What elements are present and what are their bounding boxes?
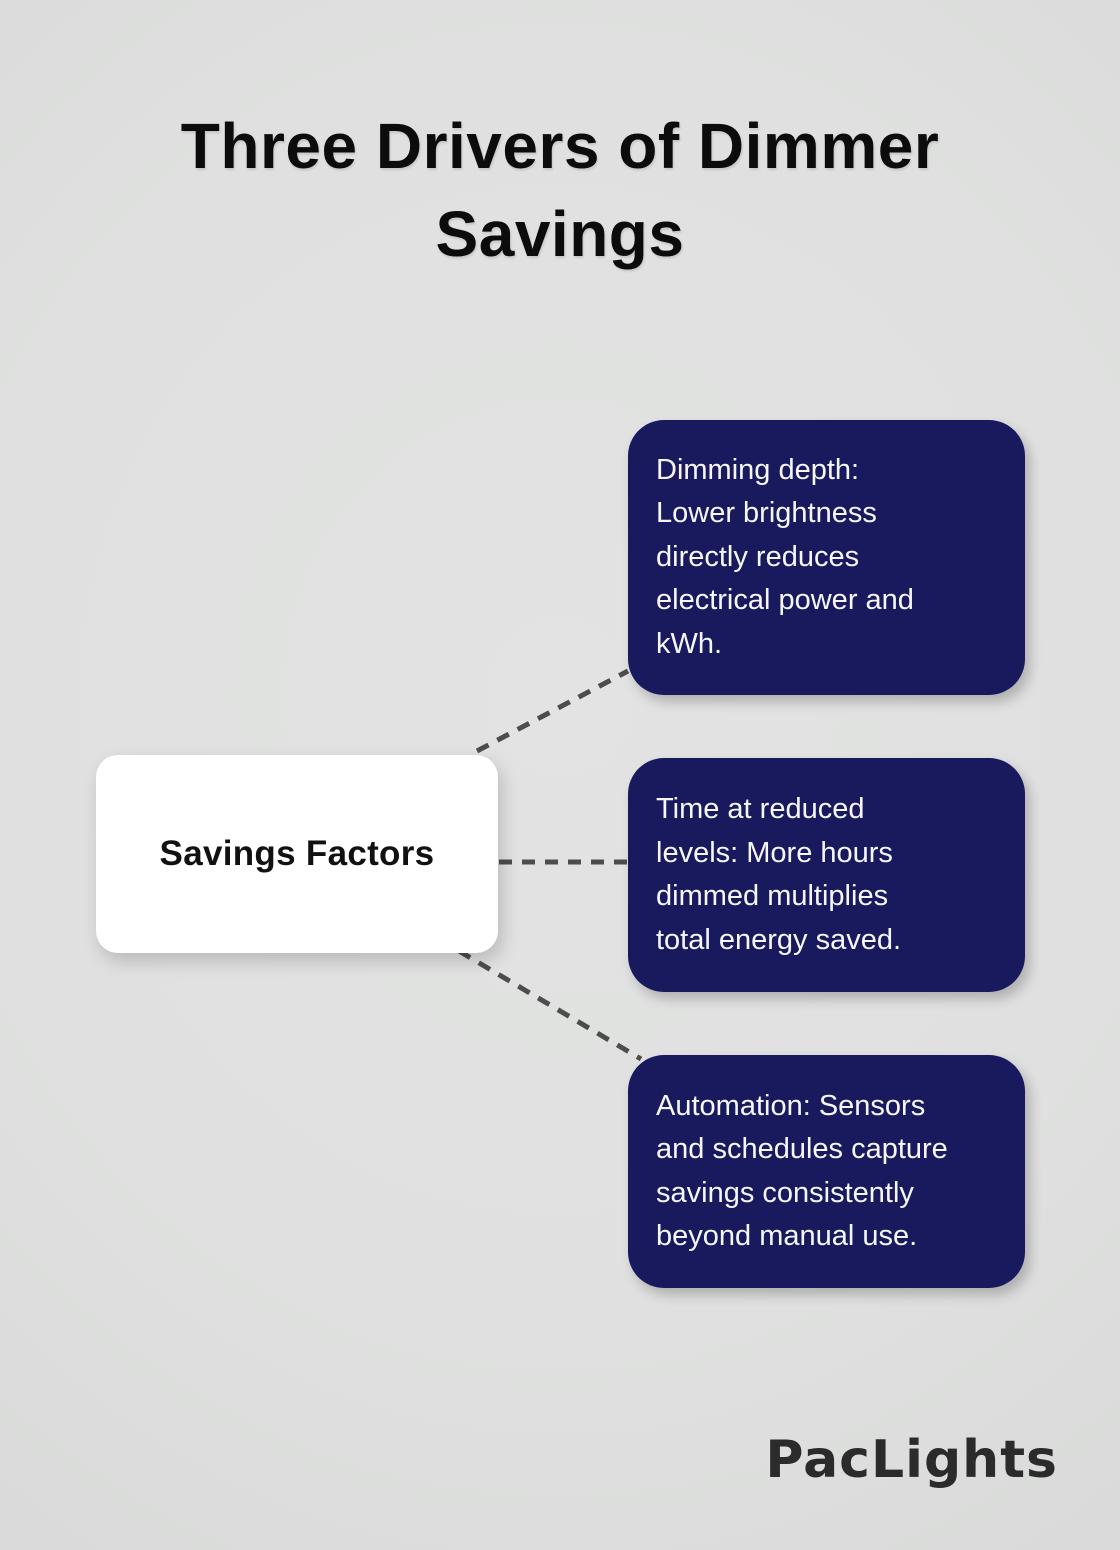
branch-node-text: Dimming depth: Lower brightness directly…: [656, 453, 914, 660]
connector-line-top: [475, 668, 630, 754]
paclights-logo: PacLights: [765, 1430, 1058, 1490]
page-title: Three Drivers of Dimmer Savings: [180, 110, 940, 271]
branch-node-time-at-reduced-levels: Time at reduced levels: More hours dimme…: [628, 758, 1025, 992]
branch-node-automation: Automation: Sensors and schedules captur…: [628, 1055, 1025, 1288]
center-node-savings-factors: Savings Factors: [96, 755, 498, 953]
branch-node-dimming-depth: Dimming depth: Lower brightness directly…: [628, 420, 1025, 695]
center-node-label: Savings Factors: [159, 834, 435, 873]
branch-node-text: Automation: Sensors and schedules captur…: [656, 1089, 948, 1253]
connector-line-bottom: [457, 948, 643, 1062]
branch-node-text: Time at reduced levels: More hours dimme…: [656, 793, 902, 956]
